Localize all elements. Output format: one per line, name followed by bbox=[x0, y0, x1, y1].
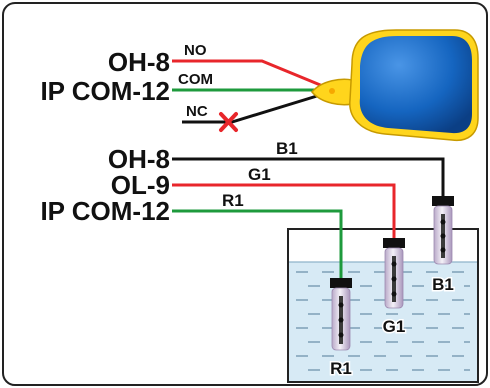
probe-wiring-section: OH-8 OL-9 IP COM-12 B1 G1 R1 B1 G1 R1 bbox=[40, 139, 479, 383]
terminal-label-ipcom-probe: IP COM-12 bbox=[40, 196, 170, 226]
wire-label-com: COM bbox=[178, 71, 213, 88]
terminal-label-ipcom: IP COM-12 bbox=[40, 76, 170, 106]
probe-label-b1: B1 bbox=[432, 275, 454, 294]
wire-label-r1: R1 bbox=[222, 191, 244, 210]
terminal-label-ol9: OL-9 bbox=[111, 170, 170, 200]
probe-b1-icon bbox=[432, 196, 454, 265]
probe-label-r1: R1 bbox=[330, 359, 352, 378]
wire-label-no: NO bbox=[184, 42, 207, 59]
wire-b1 bbox=[172, 157, 445, 196]
wire-nc bbox=[182, 90, 331, 124]
wire-g1 bbox=[172, 183, 396, 238]
water-body bbox=[289, 262, 477, 381]
wire-r1 bbox=[172, 209, 343, 278]
float-switch-icon bbox=[311, 29, 479, 142]
wire-label-b1: B1 bbox=[276, 139, 298, 158]
float-switch-section: OH-8 IP COM-12 NO COM NC bbox=[40, 29, 479, 142]
probe-g1-icon bbox=[383, 238, 405, 309]
wire-label-g1: G1 bbox=[248, 165, 271, 184]
terminal-label-oh8-probe: OH-8 bbox=[108, 144, 170, 174]
probe-r1-icon bbox=[330, 278, 352, 351]
terminal-label-oh8: OH-8 bbox=[108, 47, 170, 77]
disconnected-cross-icon bbox=[219, 112, 238, 132]
wire-label-nc: NC bbox=[186, 103, 208, 120]
wire-no bbox=[172, 59, 331, 91]
probe-label-g1: G1 bbox=[383, 317, 406, 336]
